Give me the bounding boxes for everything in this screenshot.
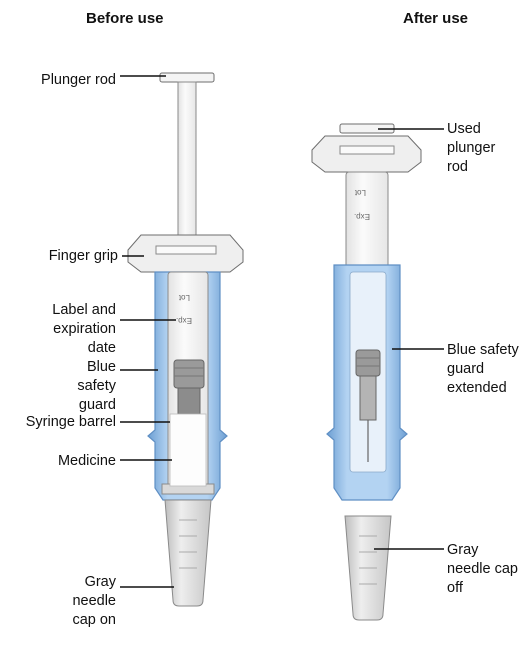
lot-text-before: Lot	[178, 293, 190, 302]
plunger-rod-before	[159, 72, 215, 243]
label-plunger-rod: Plunger rod	[41, 72, 116, 88]
before-syringe: Lot Exp.	[127, 72, 244, 607]
label-expiration-date: Label and expiration date	[52, 302, 116, 356]
label-syringe-barrel: Syringe barrel	[25, 414, 116, 430]
label-medicine: Medicine	[57, 453, 116, 469]
plunger-stopper-before	[173, 359, 205, 415]
label-used-plunger-rod: Used plunger rod	[447, 121, 496, 175]
leader-lines	[120, 75, 444, 588]
gray-needle-cap-off	[344, 515, 392, 621]
exp-text-before: Exp.	[176, 316, 192, 325]
label-finger-grip: Finger grip	[48, 248, 118, 264]
before-use-heading: Before use	[86, 10, 164, 27]
medicine-before	[169, 413, 207, 487]
exp-text-after: Exp.	[354, 212, 370, 221]
after-use-heading: After use	[403, 10, 469, 27]
after-syringe: Lot Exp.	[311, 123, 422, 621]
plunger-stopper-after	[355, 349, 381, 421]
label-blue-safety-guard: Blue safety guard	[77, 359, 116, 413]
gray-needle-cap-before	[164, 499, 212, 607]
label-blue-safety-guard-extended: Blue safety guard extended	[447, 342, 519, 396]
lot-text-after: Lot	[354, 188, 366, 197]
finger-grip-after	[311, 135, 422, 173]
label-gray-needle-cap-off: Gray needle cap off	[447, 542, 518, 596]
finger-grip-before	[127, 234, 244, 273]
label-gray-needle-cap-on: Gray needle cap on	[72, 574, 116, 628]
